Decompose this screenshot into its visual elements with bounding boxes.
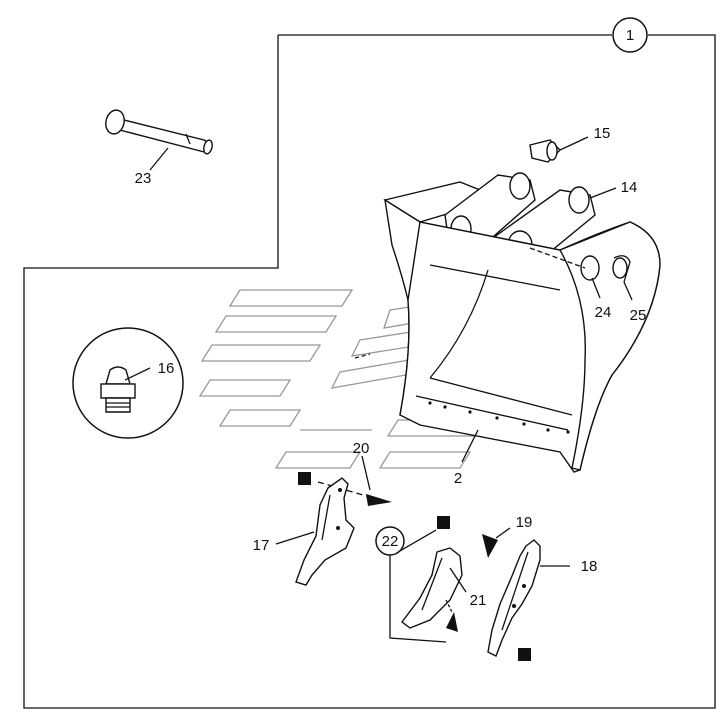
leader-17 bbox=[275, 531, 315, 545]
callout-18: 18 bbox=[581, 558, 598, 575]
marker-square-17 bbox=[298, 472, 311, 485]
grease-nipple-part-16 bbox=[72, 327, 184, 439]
adapter-part-17 bbox=[275, 477, 355, 586]
tooth-part-21 bbox=[401, 547, 467, 632]
leader-14 bbox=[589, 187, 617, 199]
callout-24: 24 bbox=[595, 304, 612, 321]
callout-23: 23 bbox=[135, 170, 152, 187]
callout-17: 17 bbox=[253, 537, 270, 554]
callout-21: 21 bbox=[470, 592, 487, 609]
callout-15: 15 bbox=[594, 125, 611, 142]
callout-16: 16 bbox=[158, 360, 175, 377]
group-badge: 1 bbox=[612, 17, 648, 53]
wedge-part-20 bbox=[317, 455, 392, 506]
callout-25: 25 bbox=[630, 307, 647, 324]
bushing-part-15 bbox=[529, 136, 589, 163]
leader-16 bbox=[124, 367, 151, 381]
leader-23 bbox=[149, 147, 169, 171]
callout-20: 20 bbox=[353, 440, 370, 457]
svg-text:22: 22 bbox=[382, 533, 399, 550]
leader-2 bbox=[461, 429, 479, 463]
callout-19: 19 bbox=[516, 514, 533, 531]
cutter-part-18 bbox=[487, 539, 570, 657]
leader-25 bbox=[623, 281, 633, 301]
svg-text:1: 1 bbox=[626, 27, 634, 44]
assembly-frame bbox=[23, 34, 716, 709]
callout-14: 14 bbox=[621, 179, 638, 196]
leader-15 bbox=[559, 136, 589, 151]
sub-badge-22: 22 bbox=[375, 526, 405, 556]
leader-19 bbox=[495, 527, 511, 539]
marker-square-21 bbox=[437, 516, 450, 529]
bucket-part-2 bbox=[354, 172, 661, 473]
callout-2: 2 bbox=[454, 470, 462, 487]
leader-24 bbox=[591, 277, 601, 299]
leader-21 bbox=[449, 567, 467, 593]
marker-square-18 bbox=[518, 648, 531, 661]
pin-part-23 bbox=[105, 109, 213, 171]
bracket-22 bbox=[389, 555, 447, 643]
wedge-part-19 bbox=[482, 527, 511, 558]
